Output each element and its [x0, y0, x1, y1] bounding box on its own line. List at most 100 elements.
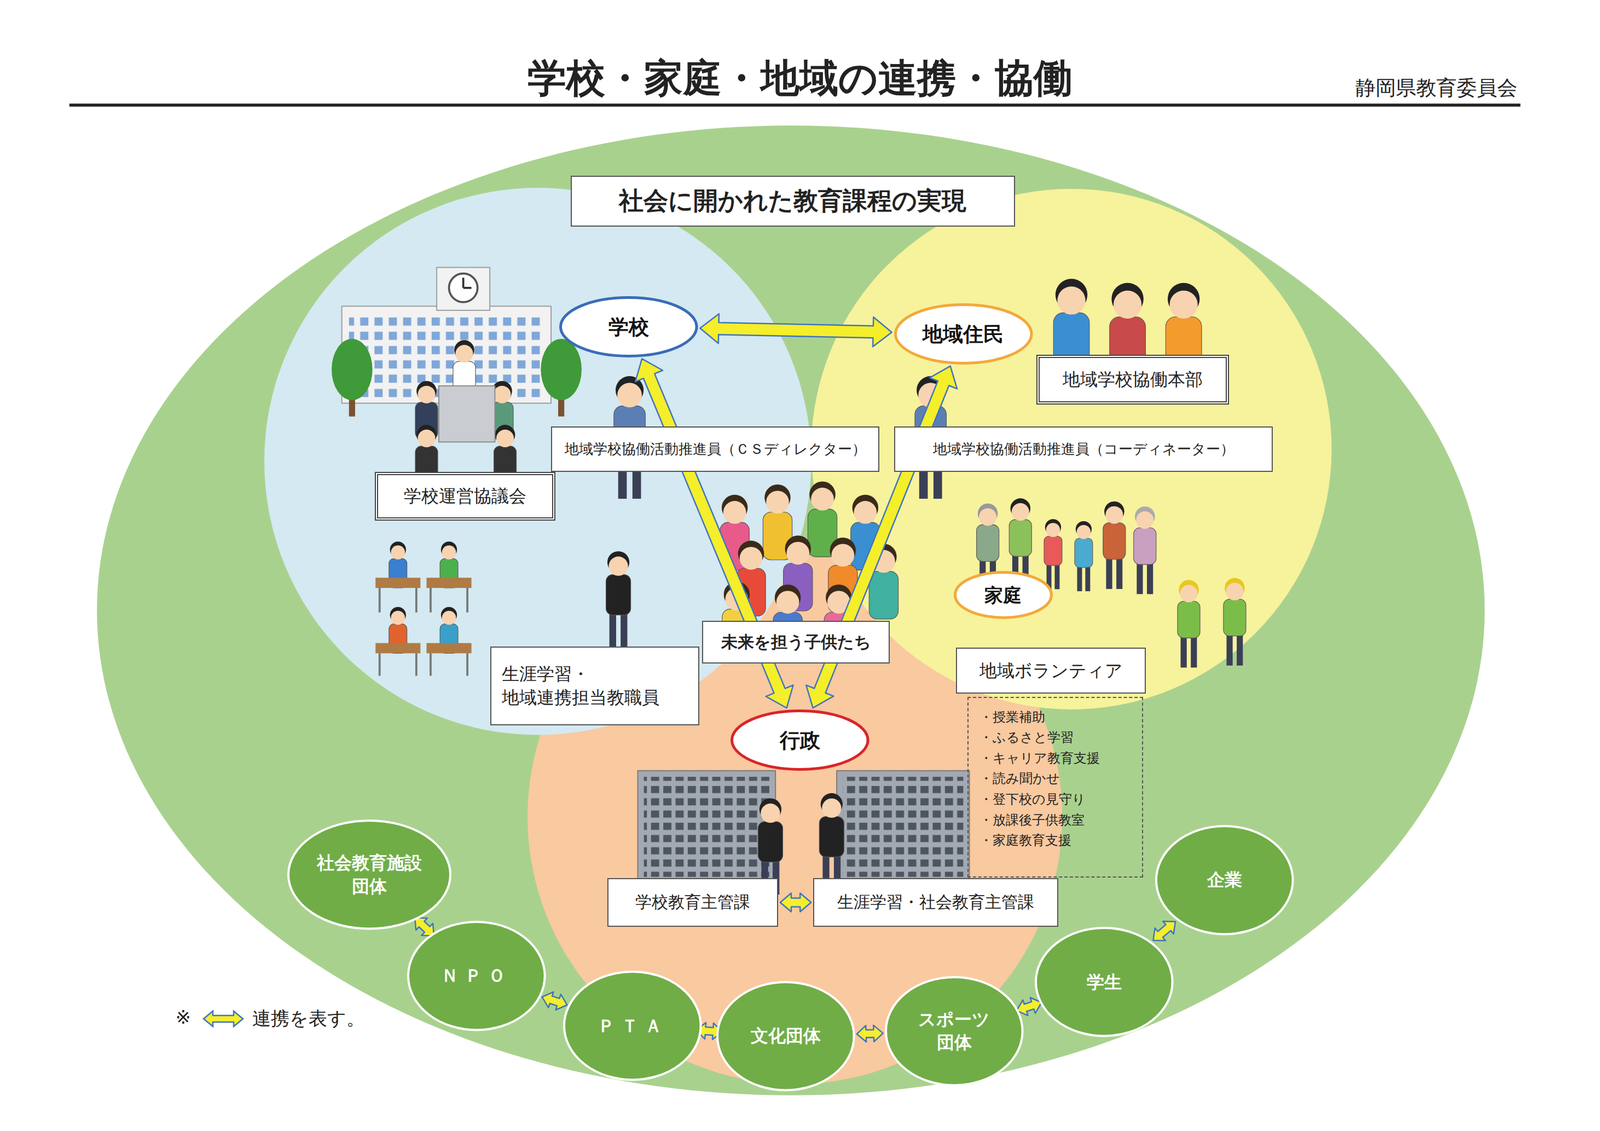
- theme-box: 社会に開かれた教育課程の実現: [570, 175, 1015, 227]
- publisher-label: 静岡県教育委員会: [1355, 77, 1518, 98]
- office-building: [637, 770, 776, 881]
- person-head: [442, 545, 457, 560]
- person-figure: [606, 551, 631, 648]
- person-body: [1177, 600, 1200, 638]
- link-arrow: [414, 917, 434, 936]
- person-head: [455, 344, 473, 363]
- clock-tower: [436, 267, 490, 311]
- circle-shape: [287, 819, 452, 930]
- node-text: ・放課後子供教室: [979, 809, 1100, 831]
- person-leg: [1190, 636, 1197, 668]
- node-outline: [408, 921, 546, 1030]
- person-body: [1044, 535, 1063, 566]
- person-leg: [1236, 634, 1243, 666]
- person-head: [417, 429, 436, 448]
- person-head: [853, 500, 877, 524]
- building-windows: [349, 312, 546, 399]
- person-body: [606, 574, 631, 616]
- node-text-group: 社会教育施設 団体: [314, 850, 425, 898]
- node-text-group: 地域学校協働活動推進員（コーディネーター）: [932, 439, 1235, 459]
- node-text: ・家庭教育支援: [979, 829, 1100, 851]
- person-head: [1057, 286, 1086, 315]
- legend-arrow: [203, 1010, 243, 1026]
- person-body: [757, 821, 783, 862]
- node-text-group: 家庭: [984, 582, 1022, 608]
- person-leg: [609, 613, 617, 648]
- actor-ellipse: 家庭: [953, 570, 1053, 619]
- person-head: [390, 545, 405, 560]
- person-head: [723, 500, 747, 524]
- node-text: 生涯学習・ 地域連携担当教職員: [501, 662, 688, 710]
- node-text: ・ふるさと学習: [979, 726, 1100, 748]
- person-leg: [1105, 558, 1112, 589]
- node-text: 地域学校協働活動推進員（コーディネーター）: [932, 439, 1235, 459]
- node-text-group: 学校: [608, 312, 649, 341]
- node-outline: [560, 297, 697, 356]
- person-head: [831, 543, 855, 567]
- person-figure: [1044, 518, 1063, 589]
- children-box: 未来を担う子供たち: [702, 620, 890, 664]
- tree: [540, 338, 582, 400]
- circle-shape: [884, 975, 1024, 1086]
- node-outline: [954, 572, 1052, 618]
- node-text: 未来を担う子供たち: [721, 630, 872, 653]
- person-head: [1135, 511, 1154, 529]
- person-head: [760, 803, 780, 823]
- node-text-group: 社会に開かれた教育課程の実現: [618, 184, 967, 218]
- node-text-group: ・授業補助・ふるさと学習・キャリア教育支援・読み聞かせ・登下校の見守り・放課後子…: [979, 706, 1100, 851]
- node-text: ＮＰＯ: [441, 963, 512, 988]
- person-figure: [1223, 577, 1246, 666]
- note-mark: ※: [175, 1007, 191, 1027]
- person-leg: [1076, 566, 1082, 591]
- partner-circle: スポーツ 団体: [884, 975, 1024, 1086]
- node-text: 地域ボランティア: [979, 658, 1123, 683]
- node-outline: [717, 981, 855, 1090]
- office-building: [836, 770, 970, 881]
- node-text: ＰＴＡ: [597, 1013, 669, 1038]
- person-head: [1225, 582, 1244, 601]
- node-text: 地域学校協働活動推進員（ＣＳディレクター）: [564, 439, 867, 459]
- node-outline: [1035, 927, 1173, 1036]
- partner-circle: ＮＰＯ: [407, 920, 547, 1031]
- person-head: [1046, 522, 1061, 537]
- person-head: [821, 797, 842, 817]
- person-body: [868, 571, 898, 619]
- furniture: [375, 385, 495, 676]
- desk: [426, 642, 472, 654]
- desk: [375, 577, 421, 588]
- person-body: [1223, 599, 1246, 636]
- legend-row: 連携を表す。: [201, 1006, 365, 1031]
- node-text: 文化団体: [750, 1023, 821, 1048]
- person-head: [493, 385, 511, 404]
- department-box: 生涯学習・社会教育主管課: [813, 877, 1059, 927]
- node-text: 家庭: [984, 582, 1022, 608]
- person-head: [390, 610, 405, 625]
- person-leg: [1136, 563, 1143, 594]
- person-body: [1133, 527, 1157, 565]
- person-head: [442, 610, 457, 625]
- person-body: [976, 524, 1000, 561]
- person-head: [1011, 502, 1030, 521]
- actor-ellipse: 地域住民: [894, 303, 1034, 365]
- link-arrow: [542, 991, 568, 1010]
- desk-legs: [379, 587, 468, 676]
- person-figure: [819, 792, 844, 890]
- node-text-group: 生涯学習・ 地域連携担当教職員: [501, 662, 688, 710]
- node-text: 社会教育施設 団体: [314, 850, 425, 898]
- link-arrow: [856, 1024, 884, 1042]
- person-head: [608, 556, 628, 576]
- people: [389, 278, 1246, 895]
- node-text: ・読み聞かせ: [979, 767, 1100, 789]
- meeting-table: [438, 385, 496, 443]
- partner-circle: 企業: [1155, 824, 1295, 935]
- person-head: [1179, 584, 1198, 602]
- office-windows: [644, 776, 770, 877]
- organization-box: 学校運営協議会: [374, 471, 556, 521]
- node-text-group: 未来を担う子供たち: [721, 630, 872, 653]
- person-figure: [1074, 520, 1093, 591]
- link-arrow: [780, 892, 811, 912]
- node-outline: [1156, 825, 1294, 934]
- person-head: [1105, 506, 1123, 524]
- person-figure: [1103, 501, 1126, 589]
